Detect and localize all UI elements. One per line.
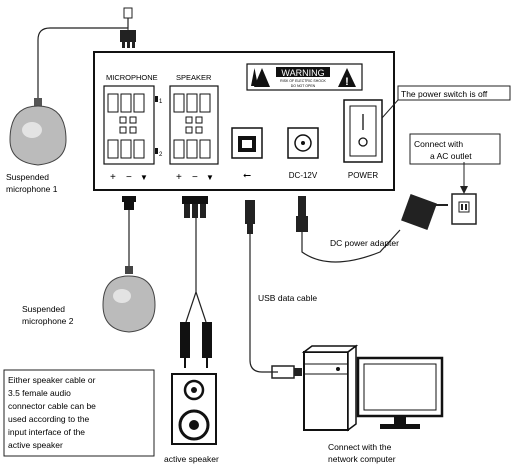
computer-label-1: Connect with the bbox=[328, 442, 392, 452]
svg-text:!: ! bbox=[345, 76, 349, 88]
active-speaker-label: active speaker bbox=[164, 454, 219, 464]
suspended-microphone-1 bbox=[9, 7, 136, 166]
warning-line1: RISK OF ELECTRIC SHOCK bbox=[280, 79, 326, 83]
speaker-note-line: connector cable can be bbox=[8, 401, 96, 411]
spk-plus: + bbox=[176, 172, 182, 183]
spk-minus: − bbox=[192, 172, 198, 183]
speaker-note-line: active speaker bbox=[8, 440, 63, 450]
ac-outlet-callout-2: a AC outlet bbox=[430, 151, 472, 161]
usb-cable-label: USB data cable bbox=[258, 293, 317, 303]
speaker-cable bbox=[180, 196, 212, 368]
warning-lightning-icon bbox=[254, 68, 270, 87]
ac-outlet-callout-1: Connect with bbox=[414, 139, 463, 149]
mic1-label-2: microphone 1 bbox=[6, 184, 58, 194]
conference-unit-panel: ! bbox=[93, 51, 395, 191]
speaker-label: SPEAKER bbox=[176, 73, 212, 82]
mic-index-2: 2 bbox=[159, 152, 163, 158]
computer-label-2: network computer bbox=[328, 454, 396, 464]
power-switch-callout: The power switch is off bbox=[401, 89, 488, 99]
usb-cable bbox=[245, 200, 302, 379]
speaker-note-line: Either speaker cable or bbox=[8, 375, 96, 385]
mic2-label-1: Suspended bbox=[22, 304, 65, 314]
speaker-note: Either speaker cable or 3.5 female audio… bbox=[8, 375, 96, 450]
mic-plus: + bbox=[110, 172, 116, 183]
ac-outlet-callout-box bbox=[409, 133, 501, 165]
mic1-label-1: Suspended bbox=[6, 172, 49, 182]
network-computer bbox=[301, 344, 444, 432]
spk-ground-icon: ▼ bbox=[206, 173, 214, 182]
speaker-note-line: 3.5 female audio bbox=[8, 388, 71, 398]
microphone-label: MICROPHONE bbox=[106, 73, 158, 82]
mic2-label-2: microphone 2 bbox=[22, 316, 74, 326]
dc-label: DC-12V bbox=[289, 171, 318, 180]
power-switch-callout-box bbox=[397, 85, 511, 101]
warning-exclamation-icon bbox=[338, 68, 356, 87]
speaker-note-line: input interface of the bbox=[8, 427, 85, 437]
mic-index-1: 1 bbox=[159, 99, 163, 105]
mic2-cable bbox=[102, 196, 156, 333]
usb-icon: ⭠ bbox=[243, 170, 251, 181]
speaker-note-line: used according to the bbox=[8, 414, 90, 424]
mic-ground-icon: ▼ bbox=[140, 173, 148, 182]
ac-outlet bbox=[451, 162, 477, 225]
warning-title: WARNING bbox=[281, 68, 324, 78]
dc-adapter-label: DC power adapter bbox=[330, 238, 399, 248]
speaker-note-box bbox=[3, 369, 155, 457]
power-label: POWER bbox=[348, 171, 378, 180]
dc-adapter-cable bbox=[296, 194, 448, 263]
warning-line2: DO NOT OPEN bbox=[291, 84, 316, 88]
mic-minus: − bbox=[126, 172, 132, 183]
active-speaker bbox=[171, 373, 217, 445]
